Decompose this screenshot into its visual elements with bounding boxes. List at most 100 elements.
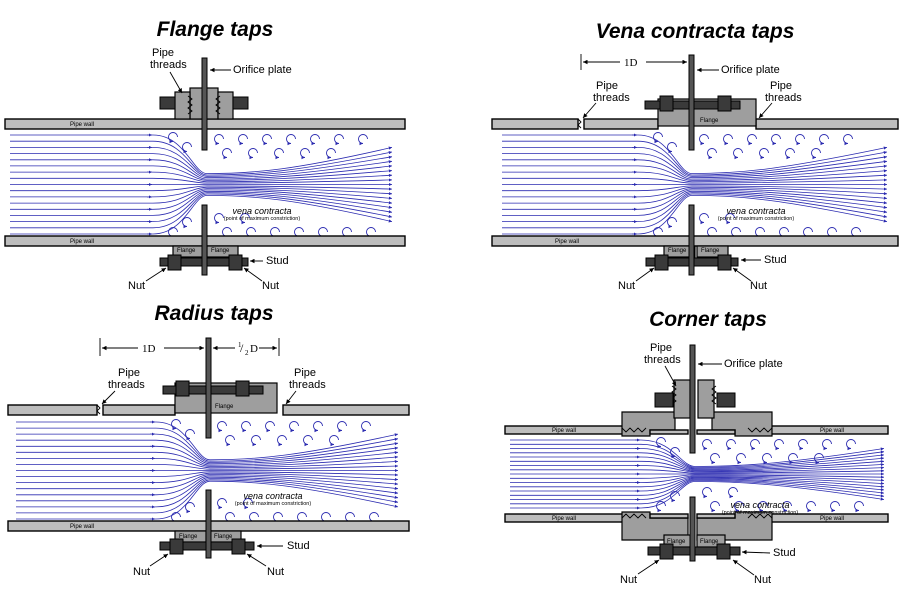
eddy-swirl — [241, 421, 251, 433]
eddy-swirl — [286, 134, 296, 146]
eddy-swirl — [822, 439, 832, 451]
flow-streamline — [10, 192, 393, 222]
vena-dim-1d: 1D — [624, 57, 638, 69]
corner-tap-right-fitting — [697, 379, 715, 419]
flange-top-right-tap-fitting — [217, 91, 234, 120]
flow-streamline — [16, 476, 399, 502]
flow-streamline — [10, 193, 393, 229]
radius-dim-half-unit: D — [250, 343, 258, 355]
flange-orifice-plate-bottom — [201, 204, 208, 276]
eddy-swirl — [217, 498, 227, 510]
radius-top-nut-right — [235, 380, 250, 397]
eddy-swirl — [699, 213, 709, 225]
radius-vena-contracta-label: vena contracta — [243, 491, 302, 501]
svg-text:/: / — [240, 341, 244, 355]
flow-streamline — [510, 443, 885, 468]
eddy-swirl — [366, 227, 376, 239]
flow-streamline — [10, 190, 393, 216]
eddy-swirl — [758, 501, 768, 513]
corner-flange-left-label: Flange — [667, 539, 686, 545]
flange-nut-left-label: Nut — [128, 280, 145, 292]
eddy-swirl — [785, 148, 795, 160]
flow-streamline — [10, 194, 393, 235]
eddy-swirl — [303, 435, 313, 447]
corner-bottom-right-seal-thread — [747, 513, 773, 519]
eddy-swirl — [222, 148, 232, 160]
radius-stud-label: Stud — [287, 540, 310, 552]
vena-flange-right-label: Flange — [701, 248, 720, 254]
eddy-swirl — [238, 134, 248, 146]
flow-streamline — [502, 140, 888, 176]
radius-flange-right-label: Flange — [214, 534, 233, 540]
radius-nut-right-label: Nut — [267, 566, 284, 578]
eddy-swirl — [728, 487, 738, 499]
radius-upstream-tap-thread — [96, 404, 101, 415]
flow-streamline — [510, 469, 885, 474]
radius-pipe-threads-left-1: Pipe — [118, 367, 140, 379]
flow-streamline — [510, 476, 885, 488]
radius-top-pipe-wall-downstream — [282, 404, 410, 416]
eddy-swirl — [782, 501, 792, 513]
flow-streamline — [510, 465, 885, 473]
flange-pipe-threads-label-2: threads — [150, 59, 187, 71]
flow-streamline — [502, 177, 888, 184]
flow-streamline — [502, 153, 888, 179]
corner-bottom-annulus-right — [696, 513, 736, 519]
eddy-swirl — [723, 134, 733, 146]
vena-pipe-threads-right-2: threads — [765, 92, 802, 104]
eddy-swirl — [222, 227, 232, 239]
corner-pipe-wall-bl-label: Pipe wall — [552, 516, 576, 522]
eddy-swirl — [171, 419, 181, 431]
eddy-swirl — [725, 213, 735, 225]
eddy-swirl — [358, 134, 368, 146]
flow-streamline — [510, 456, 885, 471]
eddy-swirl — [262, 134, 272, 146]
vena-contracta-taps-title: Vena contracta taps — [596, 20, 795, 43]
radius-top-nut-left — [175, 380, 190, 397]
vena-bottom-flange-right — [696, 245, 729, 258]
vena-top-pipe-wall-upstream — [491, 118, 579, 130]
eddy-swirl — [670, 491, 680, 503]
flow-streamline — [10, 189, 393, 210]
vena-pipe-threads-left-2: threads — [593, 92, 630, 104]
flange-flange-left-label: Flange — [177, 248, 196, 254]
corner-top-annulus-left — [649, 429, 689, 435]
corner-flow-field — [510, 437, 885, 513]
eddy-swirl — [297, 512, 307, 524]
flow-streamline — [10, 147, 393, 177]
radius-top-stud — [162, 385, 264, 395]
corner-top-annulus-right — [696, 429, 736, 435]
corner-right-thread — [711, 385, 717, 405]
radius-dim-half-num: 1 — [238, 341, 242, 349]
eddy-swirl — [294, 227, 304, 239]
vena-bottom-pipe-wall-label: Pipe wall — [555, 239, 579, 245]
eddy-swirl — [217, 421, 227, 433]
flange-taps-title: Flange taps — [157, 18, 274, 41]
corner-top-left-seal-thread — [621, 427, 647, 433]
vena-orifice-plate-top — [688, 54, 695, 151]
corner-left-thread — [671, 385, 677, 405]
eddy-swirl — [248, 148, 258, 160]
flange-orifice-plate-top — [201, 57, 208, 151]
flow-streamline — [510, 480, 885, 505]
flow-streamline — [16, 458, 399, 469]
eddy-swirl — [369, 512, 379, 524]
eddy-swirl — [827, 227, 837, 239]
vena-flange-left-label: Flange — [668, 248, 687, 254]
radius-pipe-threads-right-1: Pipe — [294, 367, 316, 379]
eddy-swirl — [656, 501, 666, 513]
eddy-swirl — [249, 512, 259, 524]
vena-flow-field — [502, 132, 888, 239]
eddy-swirl — [811, 148, 821, 160]
corner-pipe-threads-label-2: threads — [644, 354, 681, 366]
flow-streamline — [502, 192, 888, 222]
corner-orifice-plate-label: Orifice plate — [724, 358, 783, 370]
flow-streamline — [502, 188, 888, 204]
flow-streamline — [502, 134, 888, 175]
corner-tap-left-fitting — [673, 379, 691, 419]
flange-vena-contracta-note: (point of maximum constriction) — [224, 216, 301, 222]
radius-taps-panel: Radius taps Pipe wall Flange Flange Flan… — [7, 302, 410, 578]
eddy-swirl — [806, 501, 816, 513]
eddy-swirl — [168, 227, 178, 239]
vena-nut-right-label: Nut — [750, 280, 767, 292]
